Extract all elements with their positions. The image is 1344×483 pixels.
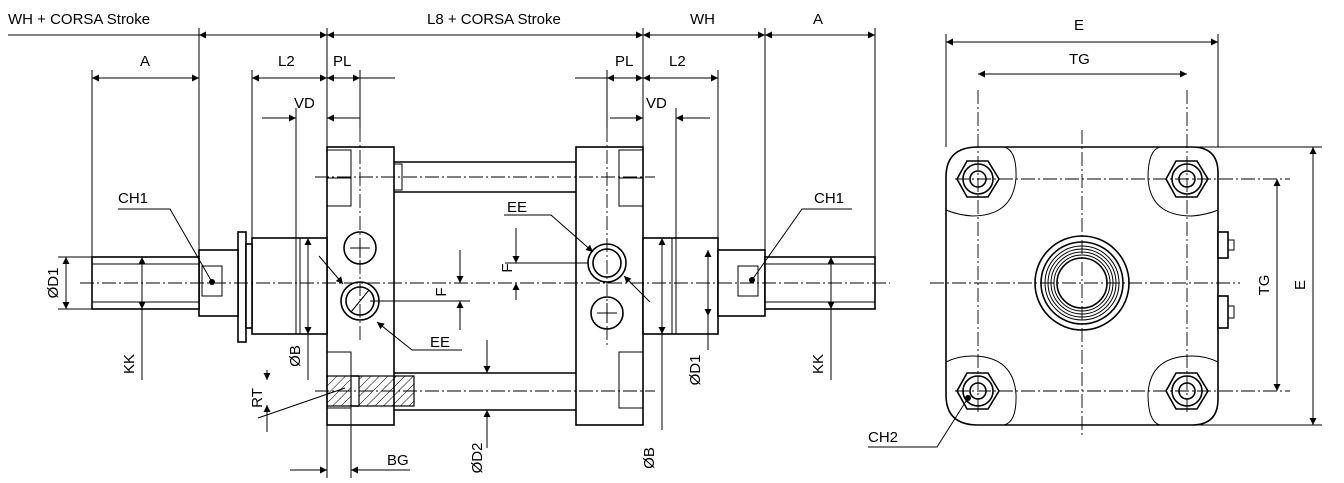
right-cap-nut-bottom	[618, 351, 644, 409]
label-wh-stroke: WH + CORSA Stroke	[8, 11, 150, 28]
label-l8-stroke: L8 + CORSA Stroke	[427, 11, 561, 28]
label-d2: ØD2	[469, 443, 486, 474]
label-b-right: ØB	[641, 447, 658, 469]
dimension-labels: WH + CORSA Stroke L8 + CORSA Stroke WH A…	[8, 11, 1309, 473]
label-e-top: E	[1074, 17, 1084, 34]
label-a-left: A	[140, 53, 150, 70]
label-pl-right: PL	[615, 53, 633, 70]
label-ch2: CH2	[868, 429, 898, 446]
label-f-left: F	[433, 287, 450, 296]
side-view	[8, 28, 890, 478]
label-wh: WH	[690, 11, 715, 28]
label-rt: RT	[249, 388, 266, 408]
right-rod-bushing	[642, 237, 719, 335]
port-plug-lower	[1217, 295, 1229, 329]
port-plug-upper	[1217, 231, 1229, 259]
label-ch1-left: CH1	[118, 190, 148, 207]
end-view	[868, 34, 1322, 448]
label-ee-right: EE	[507, 199, 527, 216]
label-tg-top: TG	[1069, 51, 1090, 68]
left-rod	[198, 249, 239, 317]
left-rod-bushing	[251, 237, 328, 335]
label-d1-right: ØD1	[687, 355, 704, 386]
label-f-right: F	[499, 263, 516, 272]
label-ee-left: EE	[430, 334, 450, 351]
label-vd-right: VD	[646, 95, 667, 112]
label-kk-left: KK	[121, 354, 138, 374]
label-d1-left: ØD1	[45, 268, 62, 299]
label-pl-left: PL	[333, 53, 351, 70]
label-e-right: E	[1292, 280, 1309, 290]
left-wiper-ring	[237, 231, 247, 343]
label-ch1-right: CH1	[814, 190, 844, 207]
label-l2-left: L2	[278, 53, 295, 70]
label-kk-right: KK	[810, 354, 827, 374]
label-b-left: ØB	[287, 345, 304, 367]
label-bg: BG	[387, 452, 409, 469]
label-a-top-right: A	[813, 11, 823, 28]
label-vd-left: VD	[294, 95, 315, 112]
label-tg-right: TG	[1256, 275, 1273, 296]
right-end-cap	[575, 146, 644, 426]
label-l2-right: L2	[669, 53, 686, 70]
